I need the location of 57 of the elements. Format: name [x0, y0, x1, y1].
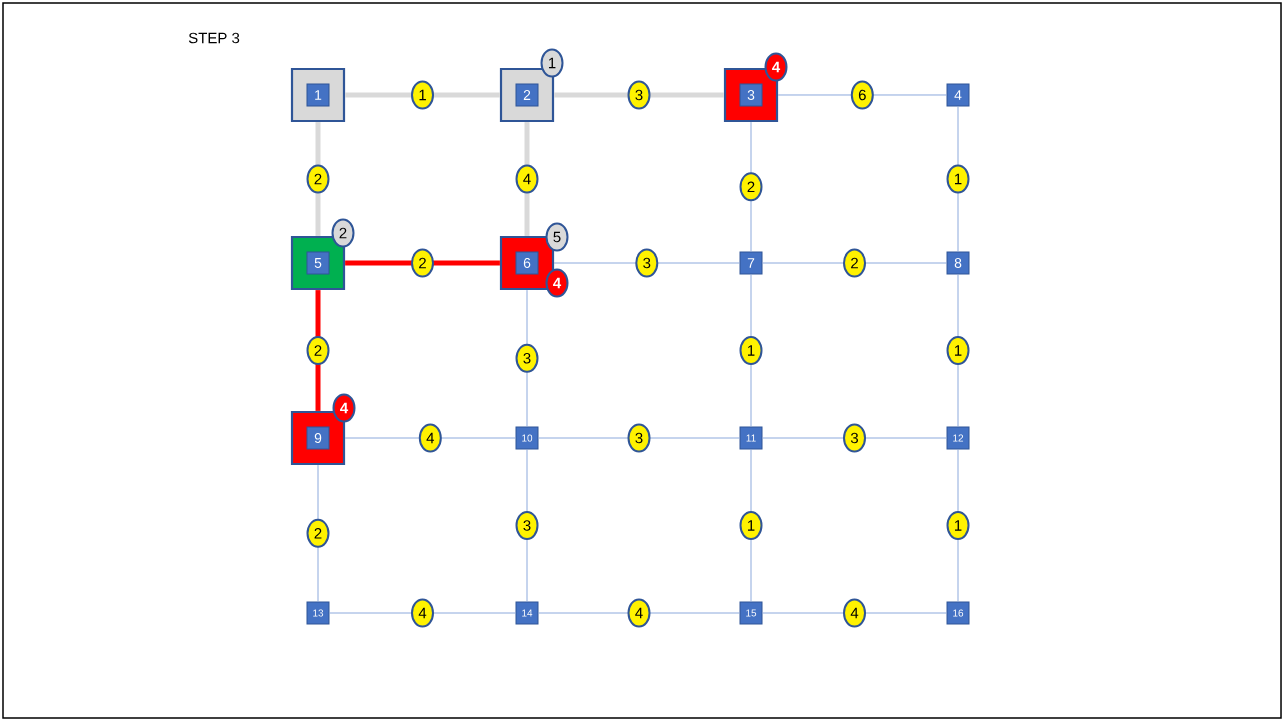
weight-label: 2 — [306, 164, 330, 194]
step-title: STEP 3 — [188, 32, 240, 44]
edge-line — [538, 612, 740, 614]
weight-label: 2 — [843, 248, 866, 278]
vertex-box: 13 — [306, 601, 330, 625]
count-badge: 4 — [332, 393, 356, 423]
vertex-box: 10 — [515, 426, 539, 450]
vertex-box: 2 — [515, 83, 539, 107]
weight-label: 1 — [946, 336, 970, 365]
weight-label: 1 — [411, 80, 434, 110]
weight-label: 2 — [739, 172, 763, 202]
vertex-box: 4 — [946, 83, 970, 107]
edge-line — [777, 94, 947, 96]
vertex-box: 15 — [739, 601, 763, 625]
edge-line — [762, 612, 947, 614]
weight-label: 4 — [411, 598, 434, 628]
edge-line — [345, 92, 500, 98]
weight-label: 1 — [739, 511, 763, 540]
edge-line — [344, 437, 516, 439]
weight-label: 2 — [306, 518, 330, 548]
edge-line — [329, 612, 516, 614]
edge-line — [553, 262, 740, 264]
vertex-box: 3 — [739, 83, 763, 107]
weight-label: 1 — [946, 164, 970, 194]
weight-label: 4 — [627, 598, 651, 628]
count-badge: 1 — [540, 48, 564, 78]
weight-label: 3 — [635, 248, 659, 278]
weight-label: 2 — [306, 336, 330, 365]
weight-label: 1 — [739, 336, 763, 365]
vertex-box: 8 — [946, 251, 970, 275]
vertex-box: 9 — [306, 426, 330, 450]
vertex-box: 6 — [515, 251, 539, 275]
vertex-box: 11 — [739, 426, 763, 450]
weight-label: 1 — [946, 511, 970, 540]
vertex-box: 16 — [946, 601, 970, 625]
weight-label: 6 — [850, 80, 874, 110]
weight-label: 4 — [418, 423, 442, 453]
edge-line — [538, 437, 740, 439]
count-badge: 5 — [545, 222, 569, 252]
vertex-box: 7 — [739, 251, 763, 275]
vertex-box: 1 — [306, 83, 330, 107]
edge-line — [345, 260, 500, 266]
weight-label: 3 — [843, 423, 866, 453]
vertex-box: 14 — [515, 601, 539, 625]
weight-label: 3 — [627, 423, 651, 453]
vertex-box: 5 — [306, 251, 330, 275]
count-badge: 4 — [545, 268, 569, 298]
weight-label: 2 — [411, 248, 434, 278]
vertex-box: 12 — [946, 426, 970, 450]
count-badge: 4 — [764, 52, 788, 82]
weight-label: 3 — [515, 343, 539, 373]
edge-line — [554, 92, 724, 98]
weight-label: 4 — [843, 598, 866, 628]
weight-label: 3 — [627, 80, 651, 110]
count-badge: 2 — [331, 218, 355, 248]
weight-label: 4 — [515, 164, 539, 194]
weight-label: 3 — [515, 511, 539, 540]
